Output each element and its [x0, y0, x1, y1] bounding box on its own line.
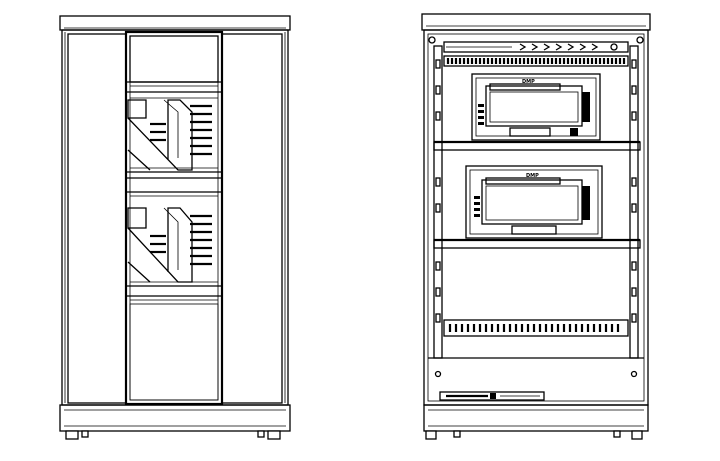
front-module-upper [126, 97, 222, 173]
front-plinth [59, 404, 291, 432]
back-unit-lower: DMP [465, 165, 603, 239]
back-unit-lower-connector [511, 225, 557, 235]
front-caster-right [257, 430, 265, 438]
back-cable-bar [439, 391, 545, 401]
back-power-strip [443, 41, 629, 53]
back-screw-top-left [428, 36, 436, 44]
front-caster-left [81, 430, 89, 438]
back-unit-upper: DMP [471, 73, 601, 141]
front-module-lower [126, 207, 222, 287]
back-screw-bottom-right [630, 370, 638, 378]
back-top-cap [421, 13, 651, 31]
back-rail-holes [435, 59, 637, 323]
front-foot-right [267, 430, 281, 440]
back-rail-right [629, 45, 639, 359]
back-foot-left [425, 430, 437, 440]
back-unit-lower-label: DMP [526, 173, 539, 179]
front-center-bay [124, 30, 224, 406]
front-right-door [221, 33, 283, 404]
cabinet-front-view [59, 15, 291, 440]
back-top-vent [443, 55, 629, 67]
back-bottom-vent [443, 319, 629, 337]
front-foot-left [65, 430, 79, 440]
front-module-upper-vents [150, 104, 212, 156]
back-unit-lower-device [481, 179, 583, 225]
back-caster-left [453, 430, 461, 438]
back-screw-bottom-left [434, 370, 442, 378]
back-unit-upper-label: DMP [522, 79, 535, 85]
back-unit-upper-connector [509, 127, 551, 137]
front-module-lower-vents [150, 214, 212, 266]
back-caster-right [613, 430, 621, 438]
back-screw-top-right [636, 36, 644, 44]
back-rail-left [433, 45, 443, 359]
cabinet-back-view: DMP DMP [421, 13, 651, 440]
back-plinth [423, 404, 649, 432]
front-top-panel [129, 35, 219, 83]
back-foot-right [631, 430, 643, 440]
back-shelf-upper [433, 141, 641, 151]
back-shelf-lower [433, 239, 641, 249]
front-bottom-panel [129, 303, 219, 401]
front-left-door [67, 33, 127, 404]
